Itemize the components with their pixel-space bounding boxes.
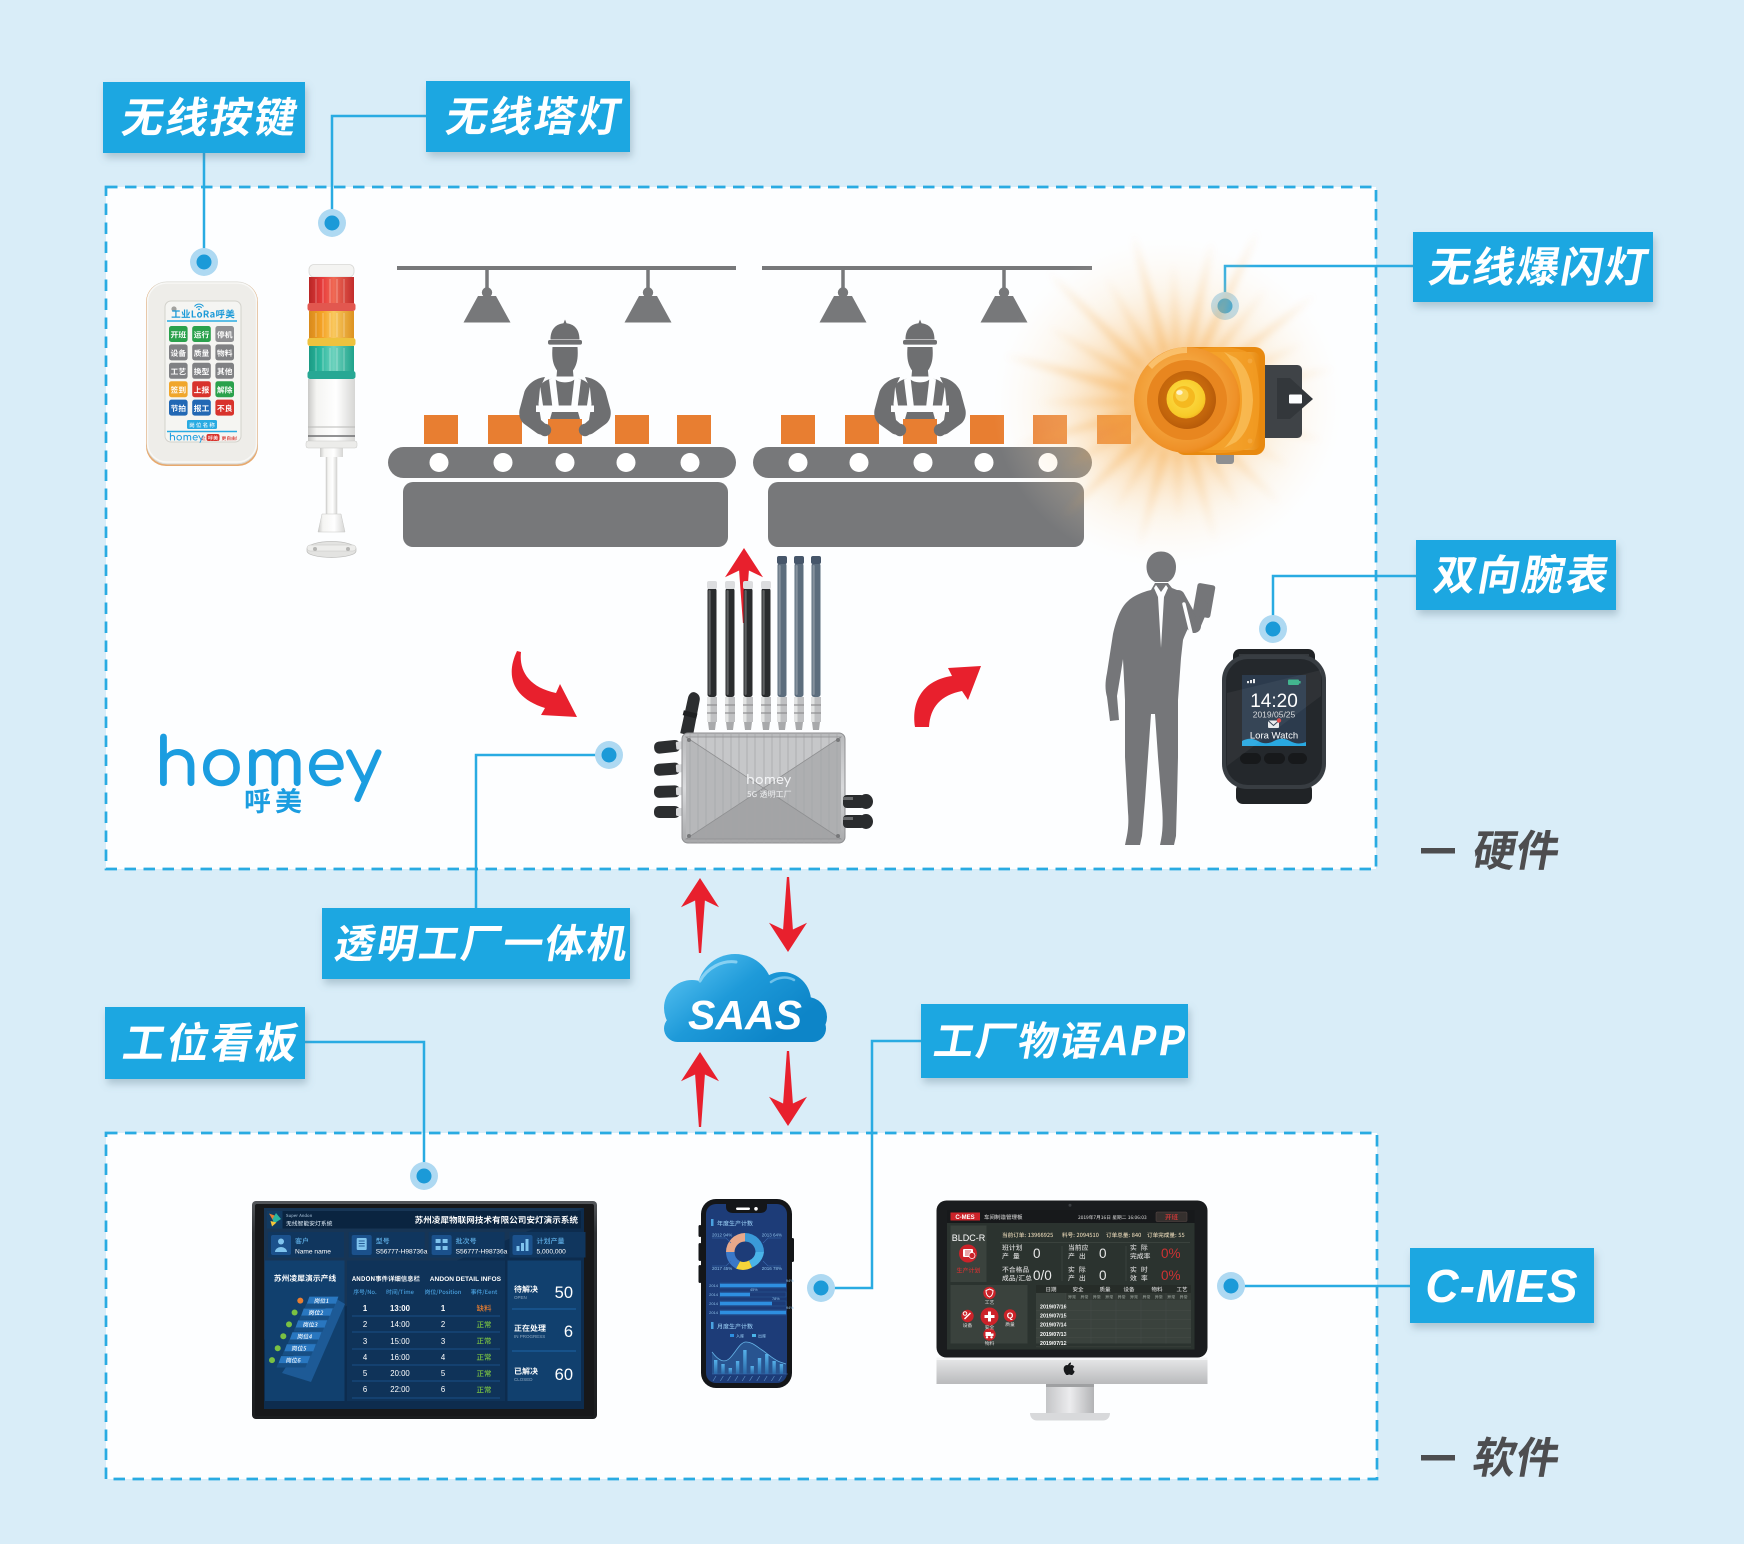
svg-text:3: 3 [363,1337,367,1346]
svg-text:0: 0 [1099,1246,1107,1261]
svg-text:3: 3 [441,1337,445,1346]
svg-text:2013 64%: 2013 64% [762,1233,782,1238]
svg-text:94%: 94% [786,1306,794,1310]
svg-text:13:00: 13:00 [390,1304,411,1313]
svg-text:14:00: 14:00 [390,1320,410,1329]
svg-text:Q: Q [1007,1311,1014,1321]
svg-text:S56777-H98736a: S56777-H98736a [376,1249,428,1256]
svg-text:2019/07/15: 2019/07/15 [1040,1314,1067,1320]
svg-text:4: 4 [363,1353,368,1362]
svg-text:1: 1 [441,1304,446,1313]
svg-text:SAAS: SAAS [688,992,802,1038]
svg-text:2012 94%: 2012 94% [712,1233,732,1238]
svg-text:22:00: 22:00 [390,1385,410,1394]
svg-text:0%: 0% [1161,1246,1181,1261]
svg-text:IN PROGRESS: IN PROGRESS [514,1334,545,1339]
svg-text:Name name: Name name [295,1249,331,1256]
svg-text:2014: 2014 [709,1301,719,1306]
svg-text:2017 45%: 2017 45% [712,1266,732,1271]
svg-text:OPEN: OPEN [514,1295,527,1300]
svg-text:6: 6 [363,1385,367,1394]
svg-text:5: 5 [363,1369,368,1378]
svg-text:5: 5 [441,1369,446,1378]
svg-text:2: 2 [363,1320,367,1329]
svg-text:5,000,000: 5,000,000 [537,1249,567,1256]
svg-text:78%: 78% [772,1297,780,1301]
svg-text:0/0: 0/0 [1033,1268,1052,1283]
svg-text:6: 6 [564,1323,573,1341]
svg-text:1: 1 [363,1304,368,1313]
svg-text:20:00: 20:00 [390,1369,410,1378]
svg-text:BLDC-R: BLDC-R [952,1233,986,1243]
svg-text:2014: 2014 [709,1292,719,1297]
svg-text:2016 78%: 2016 78% [762,1266,782,1271]
svg-text:0: 0 [1033,1246,1041,1261]
svg-text:45%: 45% [750,1288,758,1292]
svg-text:S56777-H98736a: S56777-H98736a [456,1249,508,1256]
svg-text:2019/07/14: 2019/07/14 [1040,1323,1067,1329]
svg-text:CLOSED: CLOSED [514,1377,533,1382]
svg-text:2019/07/13: 2019/07/13 [1040,1332,1067,1338]
svg-text:2019/07/12: 2019/07/12 [1040,1341,1067,1347]
svg-text:C-MES: C-MES [955,1215,974,1221]
svg-text:2014: 2014 [709,1310,719,1315]
svg-text:4: 4 [441,1353,446,1362]
svg-text:6: 6 [441,1385,445,1394]
svg-text:94%: 94% [786,1279,794,1283]
svg-text:C-MES: C-MES [1425,1260,1578,1312]
svg-text:2019/05/25: 2019/05/25 [1253,710,1296,720]
svg-text:16:00: 16:00 [390,1353,410,1362]
svg-text:50: 50 [555,1284,573,1302]
svg-text:0: 0 [1099,1268,1107,1283]
svg-text:0%: 0% [1161,1268,1181,1283]
svg-text:2019/07/16: 2019/07/16 [1040,1305,1067,1311]
svg-text:ANDON DETAIL INFOS: ANDON DETAIL INFOS [430,1276,502,1283]
svg-text:Lora Watch: Lora Watch [1250,731,1298,742]
svg-text:2: 2 [441,1320,445,1329]
svg-text:2014: 2014 [709,1283,719,1288]
svg-text:14:20: 14:20 [1250,691,1298,712]
svg-text:60: 60 [555,1366,573,1384]
svg-text:15:00: 15:00 [390,1337,410,1346]
